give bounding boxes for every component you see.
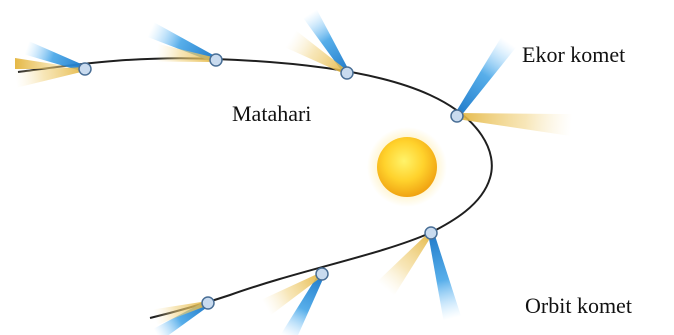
comet-icon	[15, 41, 91, 87]
sun-label: Matahari	[232, 103, 311, 125]
comet-tail-label: Ekor komet	[522, 44, 625, 66]
comet-icon	[262, 267, 329, 335]
comet-icon	[147, 22, 222, 70]
comet-icon	[377, 227, 461, 321]
comet-icon	[285, 9, 354, 82]
comet-icon	[153, 296, 214, 335]
comet-orbit-label: Orbit komet	[525, 295, 632, 317]
sun-icon	[367, 127, 447, 207]
